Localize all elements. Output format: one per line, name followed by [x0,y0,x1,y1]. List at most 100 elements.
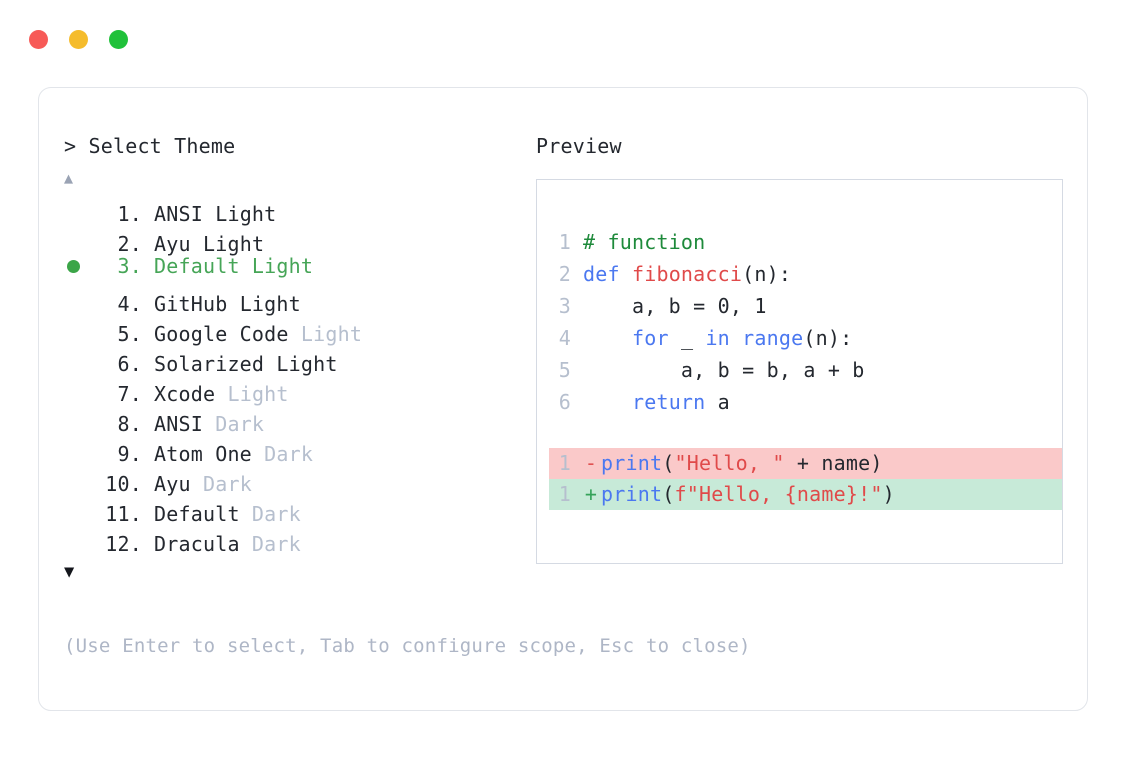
code-token: _ [668,326,706,350]
code-token: # function [583,230,706,254]
code-token: fibonacci [631,262,743,286]
code-token: ) [882,482,895,506]
code-token: (n): [742,262,792,286]
theme-item-variant: Dark [239,502,301,526]
theme-item-name: Default [154,502,240,526]
theme-picker-card: > Select Theme ▲ 1.ANSI Light 2.Ayu Ligh… [38,87,1088,711]
theme-item-variant: Light [227,292,301,316]
theme-selector-panel: > Select Theme ▲ 1.ANSI Light 2.Ayu Ligh… [64,133,534,584]
code-token: in [705,326,743,350]
selection-bullet-cell [64,341,94,371]
code-sample: 1 # function 2 def fibonacci(n): 3 a, b = 0,… [549,226,1062,510]
preview-label: Preview [536,134,622,158]
diff-lines: 1-print("Hello, " + name)1+print(f"Hello… [549,448,1062,510]
selection-bullet-cell [64,431,94,461]
theme-item-name: Google Code [154,322,289,346]
selection-bullet-cell [64,221,94,251]
theme-list-item[interactable]: 5.Google Code Light [64,311,534,346]
theme-list-item[interactable]: 10. Ayu Dark [64,461,534,496]
theme-item-variant: Dark [239,532,301,556]
prompt-label: > Select Theme [64,134,236,158]
theme-item-name: Default [154,254,240,278]
theme-item-variant: Dark [190,472,252,496]
theme-item-index: 8. [105,412,142,436]
theme-item-variant: Light [202,202,277,226]
theme-list-item[interactable]: 1.ANSI Light [64,191,534,226]
selection-bullet-cell [64,461,94,491]
code-token: ( [662,482,675,506]
code-line: 1 # function [549,226,1062,258]
theme-item-name: ANSI [154,412,203,436]
theme-item-variant: Dark [251,442,314,466]
theme-item-index: 3. [105,254,142,278]
code-token: for [631,326,669,350]
code-token [583,390,632,414]
theme-item-variant: Light [190,232,265,256]
line-number: 6 [558,390,571,414]
theme-item-variant: Light [264,352,338,376]
theme-item-variant: Light [215,382,289,406]
code-line-text: # function [583,226,705,258]
theme-item-name: Atom One [154,442,252,466]
scroll-down-icon[interactable]: ▼ [64,562,75,582]
selection-bullet-cell [64,401,94,431]
theme-list-item[interactable]: 3.Default Light [64,251,534,281]
line-number: 1 [558,230,571,254]
line-number: 2 [558,262,571,286]
maximize-button[interactable] [109,30,128,49]
code-line: 5 a, b = b, a + b [549,354,1062,386]
code-token: f"Hello, {name}!" [674,482,883,506]
theme-item-name: Ayu [154,232,191,256]
selected-bullet-icon [67,260,80,273]
line-number: 5 [558,358,571,382]
selection-bullet-cell [64,371,94,401]
theme-item-index: 10. [105,472,142,496]
selection-bullet-cell [64,191,94,221]
theme-item-index: 6. [105,352,142,376]
theme-item-name: Ayu [154,472,191,496]
minimize-button[interactable] [69,30,88,49]
code-token [583,326,632,350]
selection-bullet-cell [64,311,94,341]
theme-list-item[interactable]: 4.GitHub Light [64,281,534,316]
theme-item-index: 9. [105,442,142,466]
code-line-text: a, b = b, a + b [583,354,865,386]
code-line-text: a, b = 0, 1 [583,290,767,322]
code-line: 2 def fibonacci(n): [549,258,1062,290]
code-token: ( [662,451,675,475]
theme-item-name: ANSI [154,202,203,226]
selection-bullet-cell [64,491,94,521]
keyboard-hint: (Use Enter to select, Tab to configure s… [64,635,751,657]
theme-list-item[interactable]: 9. Atom One Dark [64,431,534,466]
line-number: 3 [558,294,571,318]
theme-list-item[interactable]: 6.Solarized Light [64,341,534,376]
preview-box: 1 # function 2 def fibonacci(n): 3 a, b = 0,… [536,179,1063,564]
code-token: def [583,262,632,286]
diff-line-text: print("Hello, " + name) [601,448,883,479]
theme-list-item[interactable]: 11. Default Dark [64,491,534,526]
code-token: range [742,326,804,350]
code-token: a, b = 0, 1 [583,294,767,318]
code-token: "Hello, " [674,451,785,475]
theme-list-item[interactable]: 8. ANSI Dark [64,401,534,436]
theme-item-name: GitHub [154,292,228,316]
theme-list-item[interactable]: 2.Ayu Light [64,221,534,256]
code-line: 3 a, b = 0, 1 [549,290,1062,322]
code-token: print [601,451,663,475]
scroll-up-icon[interactable]: ▲ [64,169,74,187]
diff-line-add: 1+print(f"Hello, {name}!") [549,479,1062,510]
theme-item-variant: Dark [202,412,265,436]
code-line: 4 for _ in range(n): [549,322,1062,354]
close-button[interactable] [29,30,48,49]
theme-item-index: 11. [105,502,142,526]
code-line-text: for _ in range(n): [583,322,852,354]
line-number: 1 [558,451,571,475]
selection-bullet-cell [64,252,94,282]
diff-marker: + [584,482,598,506]
selection-bullet-cell [64,281,94,311]
theme-list-item[interactable]: 12.Dracula Dark [64,521,534,556]
theme-list-item[interactable]: 7.Xcode Light [64,371,534,406]
code-line-text: return a [583,386,730,418]
code-token: a [705,390,730,414]
theme-list: 1.ANSI Light 2.Ayu Light 3. Default Light… [64,191,534,556]
